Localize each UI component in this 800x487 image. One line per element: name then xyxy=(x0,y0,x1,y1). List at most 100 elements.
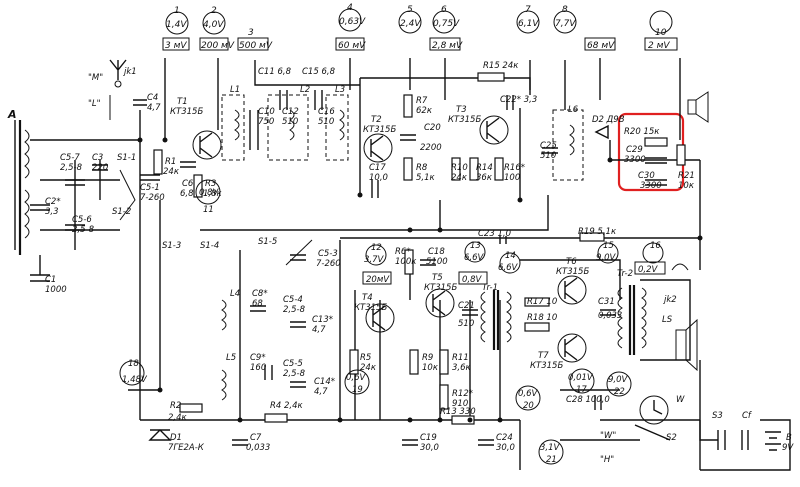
labels-C2v-label: 3,3 xyxy=(45,207,59,217)
labels-v08b-label: 0,8V xyxy=(462,275,483,285)
labels-C5-1-label: C5-1 xyxy=(140,183,160,193)
labels-L2-label: L2 xyxy=(300,85,310,95)
labels-T6t-label: КТ315Б xyxy=(556,267,589,277)
labels-T1-label: T1 xyxy=(177,97,188,107)
labels-p20-label: 20 xyxy=(523,401,534,411)
labels-C14v-label: 4,7 xyxy=(314,387,328,397)
labels-L6-label: L6 xyxy=(568,105,579,115)
labels-A-label: A xyxy=(7,108,17,121)
labels-C28-label: C28 100,0 xyxy=(566,395,610,405)
top-points-7-num-label: 8 xyxy=(562,5,568,15)
top-points-3-volt-label: 0,63V xyxy=(339,17,366,27)
labels-R3-label: R3 xyxy=(205,179,216,189)
labels-C24-label: C24 xyxy=(496,433,513,443)
labels-C5-5-label: C5-5 xyxy=(283,359,303,369)
labels-C24v-label: 30,0 xyxy=(496,443,515,453)
labels-C23-label: C23 1,0 xyxy=(478,229,511,239)
capacitors xyxy=(133,90,667,446)
top-points-1-sig-label: 200 мV xyxy=(201,41,235,51)
test-point-texts: 1 1,4V 3 мV 2 4,0V 200 мV 3 500 мV 4 0,6… xyxy=(165,3,670,51)
test-points-top xyxy=(162,8,678,51)
labels-S1-4-label: S1-4 xyxy=(200,241,219,251)
labels-R14-label: R14 xyxy=(476,163,493,173)
labels-v90-label: 9,0V xyxy=(608,375,629,385)
labels-D1-label: D1 xyxy=(170,433,182,443)
misc-components xyxy=(119,91,781,465)
top-points-1-volt-label: 4,0V xyxy=(203,20,224,30)
labels-R15-label: R15 24к xyxy=(483,61,519,71)
labels-C16-label: C16 xyxy=(318,107,335,117)
labels-C29-label: C29 xyxy=(626,145,643,155)
labels-C11-label: C11 6,8 xyxy=(258,67,292,77)
labels-m20-label: 20мV xyxy=(366,275,390,285)
labels-R3v-label: 1,8к xyxy=(203,189,223,199)
labels-p11-label: 11 xyxy=(203,205,214,215)
labels-p16-label: 16 xyxy=(650,241,661,251)
labels-C25-label: C25 xyxy=(540,141,557,151)
junction-dots xyxy=(137,137,703,423)
labels-v06b-label: 0,6V xyxy=(518,389,539,399)
labels-R9v-label: 10к xyxy=(422,363,439,373)
labels-v06-label: 0,6V xyxy=(346,373,367,383)
labels-R5-label: R5 xyxy=(360,353,371,363)
labels-C31-label: C31 xyxy=(598,297,615,307)
labels-C30v-label: 3300 xyxy=(640,181,662,191)
top-points-7-sig-label: 68 мV xyxy=(587,41,615,51)
labels-R14v-label: 36к xyxy=(476,173,493,183)
labels-R18-label: R18 10 xyxy=(527,313,557,323)
labels-C5-5v-label: 2,5-8 xyxy=(283,369,306,379)
labels-T5t-label: КТ315Б xyxy=(424,283,457,293)
labels-C20-label: C20 xyxy=(424,123,441,133)
labels-p21-label: 21 xyxy=(546,455,557,465)
labels-C8v-label: 68 xyxy=(252,299,263,309)
labels-C29v-label: 3300 xyxy=(624,155,646,165)
labels-V18v-label: 1,48V xyxy=(122,375,148,385)
labels-C4-label: C4 xyxy=(147,93,158,103)
labels-R2-label: R2 xyxy=(170,401,181,411)
labels-C10-label: C10 xyxy=(258,107,275,117)
labels-C6v-label: 6,8 xyxy=(180,189,194,199)
labels-C19-label: C19 xyxy=(420,433,437,443)
labels-p12v-label: 3,7V xyxy=(364,255,385,265)
labels-antenna-L-label: "L" xyxy=(88,99,101,109)
labels-T3t-label: КТ315Б xyxy=(448,115,481,125)
antenna-section xyxy=(18,59,160,282)
labels-C18-label: C18 xyxy=(428,247,445,257)
labels-S1-5-label: S1-5 xyxy=(258,237,277,247)
labels-Wq-label: "W" xyxy=(600,431,616,441)
labels-R6v-label: 100к xyxy=(395,257,417,267)
labels-T3-label: T3 xyxy=(456,105,467,115)
labels-C9-label: C9* xyxy=(250,353,266,363)
top-points-2-num-label: 3 xyxy=(248,28,254,38)
labels-C22-label: C22* 3,3 xyxy=(500,95,537,105)
labels-p16v-label: 0,2V xyxy=(638,265,659,275)
labels-C13v-label: 4,7 xyxy=(312,325,326,335)
labels-C14-label: C14* xyxy=(314,377,335,387)
labels-p15v-label: 9,0V xyxy=(596,253,617,263)
labels-T2t-label: КТ315Б xyxy=(363,125,396,135)
labels-C3-label: C3 xyxy=(92,153,103,163)
labels-LS-label: LS xyxy=(662,315,673,325)
labels-Hq-label: "H" xyxy=(600,455,614,465)
top-points-7-volt-label: 7,7V xyxy=(555,19,576,29)
labels-S1-3-label: S1-3 xyxy=(162,241,181,251)
component-labels: "M" "L" jk1 A C4 4,7 T1 КТ315Б L1 L2 L3 … xyxy=(7,61,794,465)
top-points-2-sig-label: 500 мV xyxy=(239,41,273,51)
labels-L5-label: L5 xyxy=(226,353,236,363)
labels-R11v-label: 3,6к xyxy=(452,363,472,373)
labels-C21-label: C21 xyxy=(458,301,475,311)
labels-C5-3v-label: 7-260 xyxy=(316,259,341,269)
labels-C31v-label: 0,033 xyxy=(598,311,622,321)
labels-C13-label: C13* xyxy=(312,315,333,325)
labels-C6-label: C6 xyxy=(182,179,194,189)
labels-S3-label: S3 xyxy=(712,411,723,421)
labels-p12-label: 12 xyxy=(371,243,382,253)
labels-R17-label: R17 10 xyxy=(527,297,557,307)
labels-C8-label: C8* xyxy=(252,289,268,299)
labels-C10v-label: 750 xyxy=(258,117,274,127)
labels-p15-label: 15 xyxy=(603,241,614,251)
top-points-3-num-label: 4 xyxy=(347,3,353,13)
labels-p17-label: 17 xyxy=(576,385,587,395)
top-points-5-volt-label: 0,75V xyxy=(433,19,460,29)
